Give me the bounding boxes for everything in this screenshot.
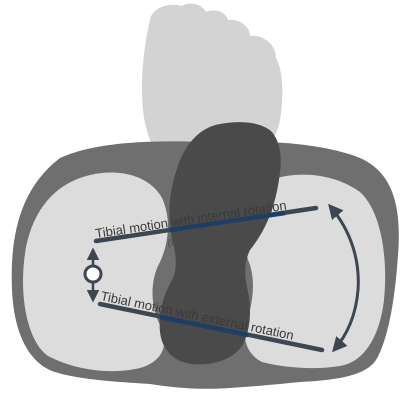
pivot-circle-icon [85,266,101,282]
